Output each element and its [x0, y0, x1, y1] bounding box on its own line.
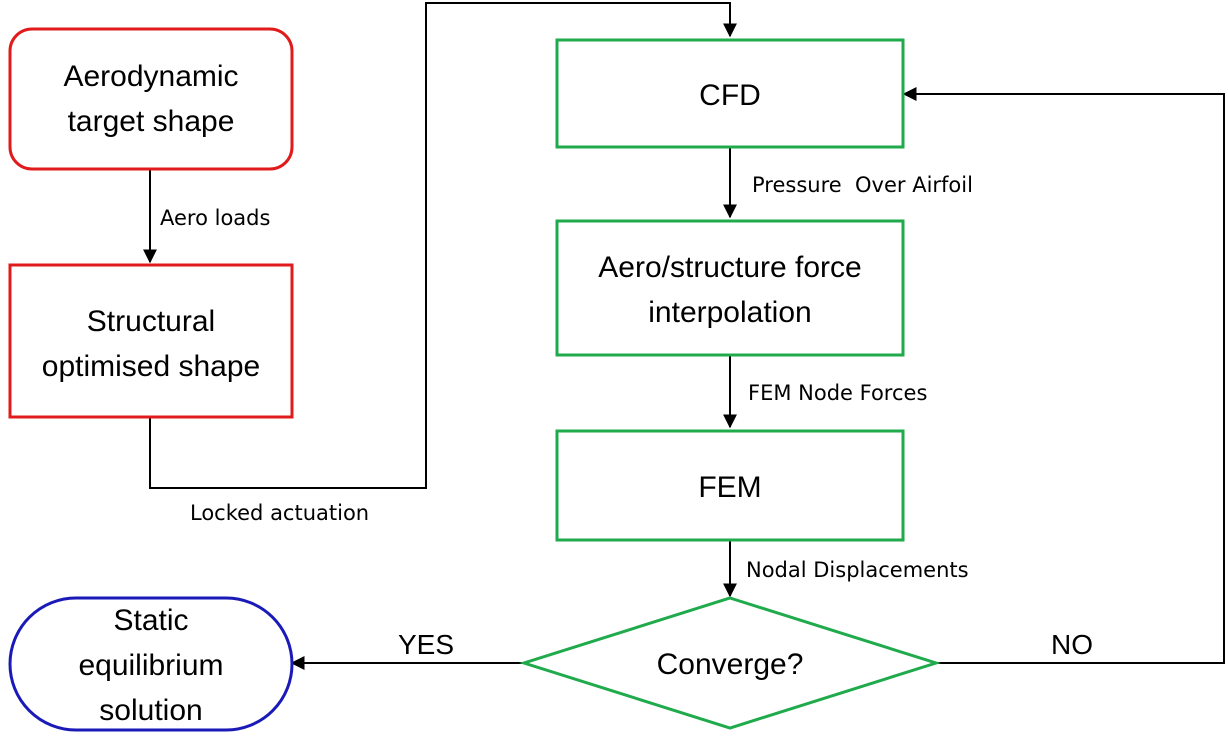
arrow-structural-to-cfd [149, 2, 737, 489]
edge-label-locked-actuation: Locked actuation [190, 501, 369, 525]
interp-node: Aero/structure force interpolation [555, 219, 905, 357]
converge-node: Converge? [519, 596, 941, 730]
cfd-label: CFD [699, 79, 761, 112]
structural-line2: optimised shape [42, 350, 260, 383]
static-line1: Static [113, 604, 188, 637]
edge-label-fem-forces: FEM Node Forces [748, 381, 927, 405]
static-solution-box [8, 596, 294, 732]
fem-box [555, 429, 905, 542]
static-line2: equilibrium [78, 649, 223, 682]
edge-label-aero-loads: Aero loads [160, 206, 270, 230]
interp-box [555, 219, 905, 357]
aero-target-line2: target shape [68, 105, 235, 138]
fem-label: FEM [698, 471, 761, 504]
edge-label-yes: YES [398, 629, 454, 660]
converge-label: Converge? [657, 648, 804, 681]
structural-node: Structural optimised shape [8, 263, 294, 419]
cfd-node: CFD [555, 38, 905, 149]
cfd-box [555, 38, 905, 149]
arrow-converge-no-loop [902, 87, 1225, 664]
structural-line1: Structural [87, 305, 215, 338]
static-line3: solution [99, 694, 202, 727]
static-solution-node: Static equilibrium solution [8, 596, 294, 732]
fem-node: FEM [555, 429, 905, 542]
aero-target-line1: Aerodynamic [63, 60, 238, 93]
aero-target-node: Aerodynamic target shape [8, 27, 294, 171]
interp-line2: interpolation [648, 296, 811, 329]
converge-diamond [519, 596, 941, 730]
edge-label-pressure: Pressure Over Airfoil [752, 173, 973, 197]
aero-target-box [8, 27, 294, 171]
interp-line1: Aero/structure force [598, 251, 861, 284]
structural-box [8, 263, 294, 419]
edge-label-no: NO [1051, 629, 1093, 660]
edge-label-nodal-displacements: Nodal Displacements [746, 558, 969, 582]
